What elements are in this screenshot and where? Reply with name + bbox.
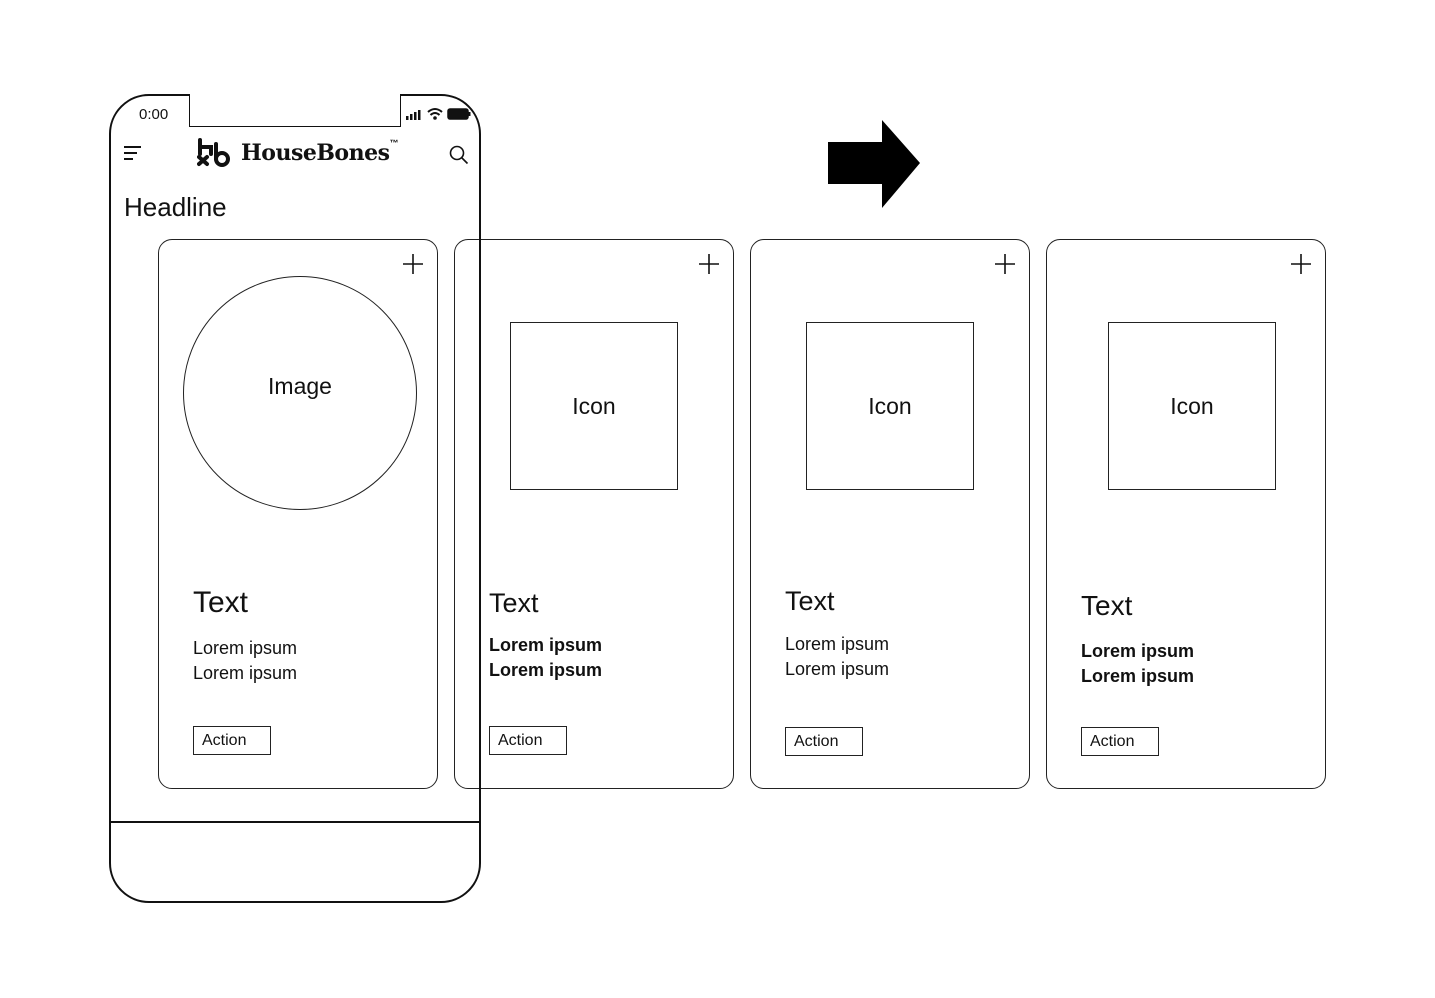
card-4[interactable]: Icon Text Lorem ipsum Lorem ipsum Action <box>1046 239 1326 789</box>
logo[interactable]: HouseBones™ <box>197 138 398 168</box>
status-icons <box>406 108 471 120</box>
arrow-right-icon <box>828 120 920 208</box>
card-body-line: Lorem ipsum <box>489 635 603 655</box>
card-body-line: Lorem ipsum <box>1081 641 1195 661</box>
card-body-line: Lorem ipsum <box>193 638 298 658</box>
card-title: Text <box>785 586 835 616</box>
card-body-line: Lorem ipsum <box>489 660 603 680</box>
plus-icon[interactable] <box>1289 252 1313 276</box>
card-icon-placeholder: Icon <box>1108 322 1276 490</box>
status-time: 0:00 <box>139 106 169 123</box>
card-1[interactable]: Image Text Lorem ipsum Lorem ipsum Actio… <box>158 239 438 789</box>
housebones-logo-icon <box>197 138 230 167</box>
card-action-button[interactable]: Action <box>1081 727 1159 756</box>
card-2[interactable]: Icon Text Lorem ipsum Lorem ipsum Action <box>454 239 734 789</box>
phone-bottom-bar-divider <box>110 821 480 823</box>
search-icon[interactable] <box>448 144 470 166</box>
logo-trademark: ™ <box>389 138 398 148</box>
card-image-placeholder: Image <box>183 276 417 510</box>
plus-icon[interactable] <box>697 252 721 276</box>
card-media-label: Icon <box>868 392 912 419</box>
card-icon-placeholder: Icon <box>510 322 678 490</box>
card-title: Text <box>193 586 249 619</box>
card-body-line: Lorem ipsum <box>1081 666 1195 686</box>
card-title: Text <box>1081 590 1133 621</box>
card-body: Lorem ipsum Lorem ipsum <box>193 636 297 686</box>
signal-icon <box>406 110 421 120</box>
card-body: Lorem ipsum Lorem ipsum <box>785 632 889 682</box>
card-media-label: Icon <box>1170 392 1214 419</box>
wifi-icon <box>427 108 443 120</box>
card-body: Lorem ipsum Lorem ipsum <box>489 633 602 683</box>
card-title: Text <box>489 588 539 618</box>
battery-icon <box>447 108 471 120</box>
card-media-label: Image <box>268 372 332 399</box>
card-body-line: Lorem ipsum <box>785 634 890 654</box>
card-icon-placeholder: Icon <box>806 322 974 490</box>
card-action-button[interactable]: Action <box>193 726 271 755</box>
card-action-button[interactable]: Action <box>489 726 567 755</box>
card-body-line: Lorem ipsum <box>785 659 890 679</box>
card-action-button[interactable]: Action <box>785 727 863 756</box>
plus-icon[interactable] <box>401 252 425 276</box>
phone-notch <box>189 94 401 127</box>
card-3[interactable]: Icon Text Lorem ipsum Lorem ipsum Action <box>750 239 1030 789</box>
headline: Headline <box>124 192 227 222</box>
hamburger-menu-icon[interactable] <box>123 144 143 162</box>
card-body-line: Lorem ipsum <box>193 663 298 683</box>
logo-text: HouseBones™ <box>241 138 398 166</box>
card-media-label: Icon <box>572 392 616 419</box>
card-body: Lorem ipsum Lorem ipsum <box>1081 639 1194 689</box>
plus-icon[interactable] <box>993 252 1017 276</box>
